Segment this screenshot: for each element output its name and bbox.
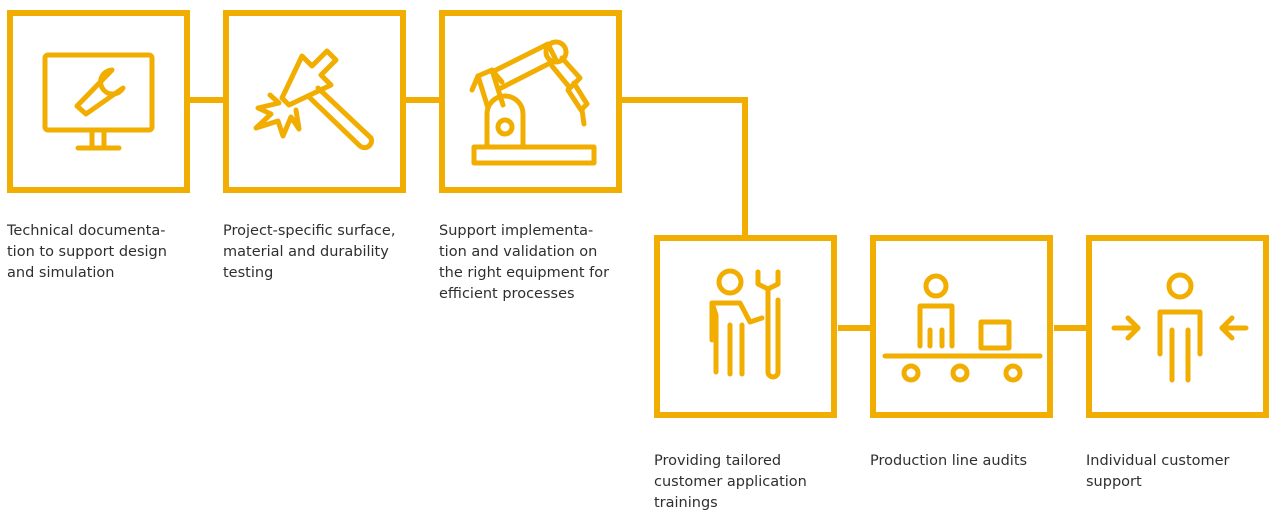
caption-line: and simulation: [7, 265, 115, 281]
caption-line: trainings: [654, 495, 718, 511]
step-caption-3: Support implementa-tion and validation o…: [439, 221, 609, 305]
step-box-1: [7, 10, 190, 193]
caption-line: Technical documenta-: [7, 223, 166, 239]
trainer-wrench-icon: [709, 268, 781, 380]
step-caption-6: Individual customer support: [1086, 451, 1230, 493]
caption-line: tion and validation on: [439, 244, 598, 260]
caption-line: the right equipment for: [439, 265, 610, 281]
robot-arm-icon: [469, 39, 597, 166]
hammer-impact-icon: [253, 48, 374, 151]
person-focus-icon: [1111, 272, 1249, 383]
caption-line: Production line audits: [870, 453, 1028, 469]
caption-line: Project-specific surface,: [223, 223, 396, 239]
connector-3-4: [621, 97, 748, 238]
step-caption-1: Technical documenta-tion to support desi…: [7, 221, 167, 284]
caption-line: customer application: [654, 474, 807, 490]
caption-line: Support implementa-: [439, 223, 594, 239]
caption-line: support: [1086, 474, 1142, 490]
caption-line: testing: [223, 265, 274, 281]
caption-line: tion to support design: [7, 244, 167, 260]
step-box-2: [223, 10, 406, 193]
step-box-4: [654, 235, 837, 418]
caption-line: material and durability: [223, 244, 389, 260]
step-caption-4: Providing tailored customer application tr…: [654, 451, 807, 514]
connectors: [190, 97, 1088, 331]
step-box-6: [1086, 235, 1269, 418]
caption-line: Individual customer: [1086, 453, 1230, 469]
step-box-5: [870, 235, 1053, 418]
caption-line: efficient processes: [439, 286, 575, 302]
conveyor-worker-icon: [882, 273, 1043, 383]
caption-line: Providing tailored: [654, 453, 782, 469]
monitor-wrench-icon: [42, 52, 155, 151]
step-box-3: [439, 10, 622, 193]
step-caption-5: Production line audits: [870, 451, 1027, 472]
step-caption-2: Project-specific surface, material and du…: [223, 221, 395, 284]
